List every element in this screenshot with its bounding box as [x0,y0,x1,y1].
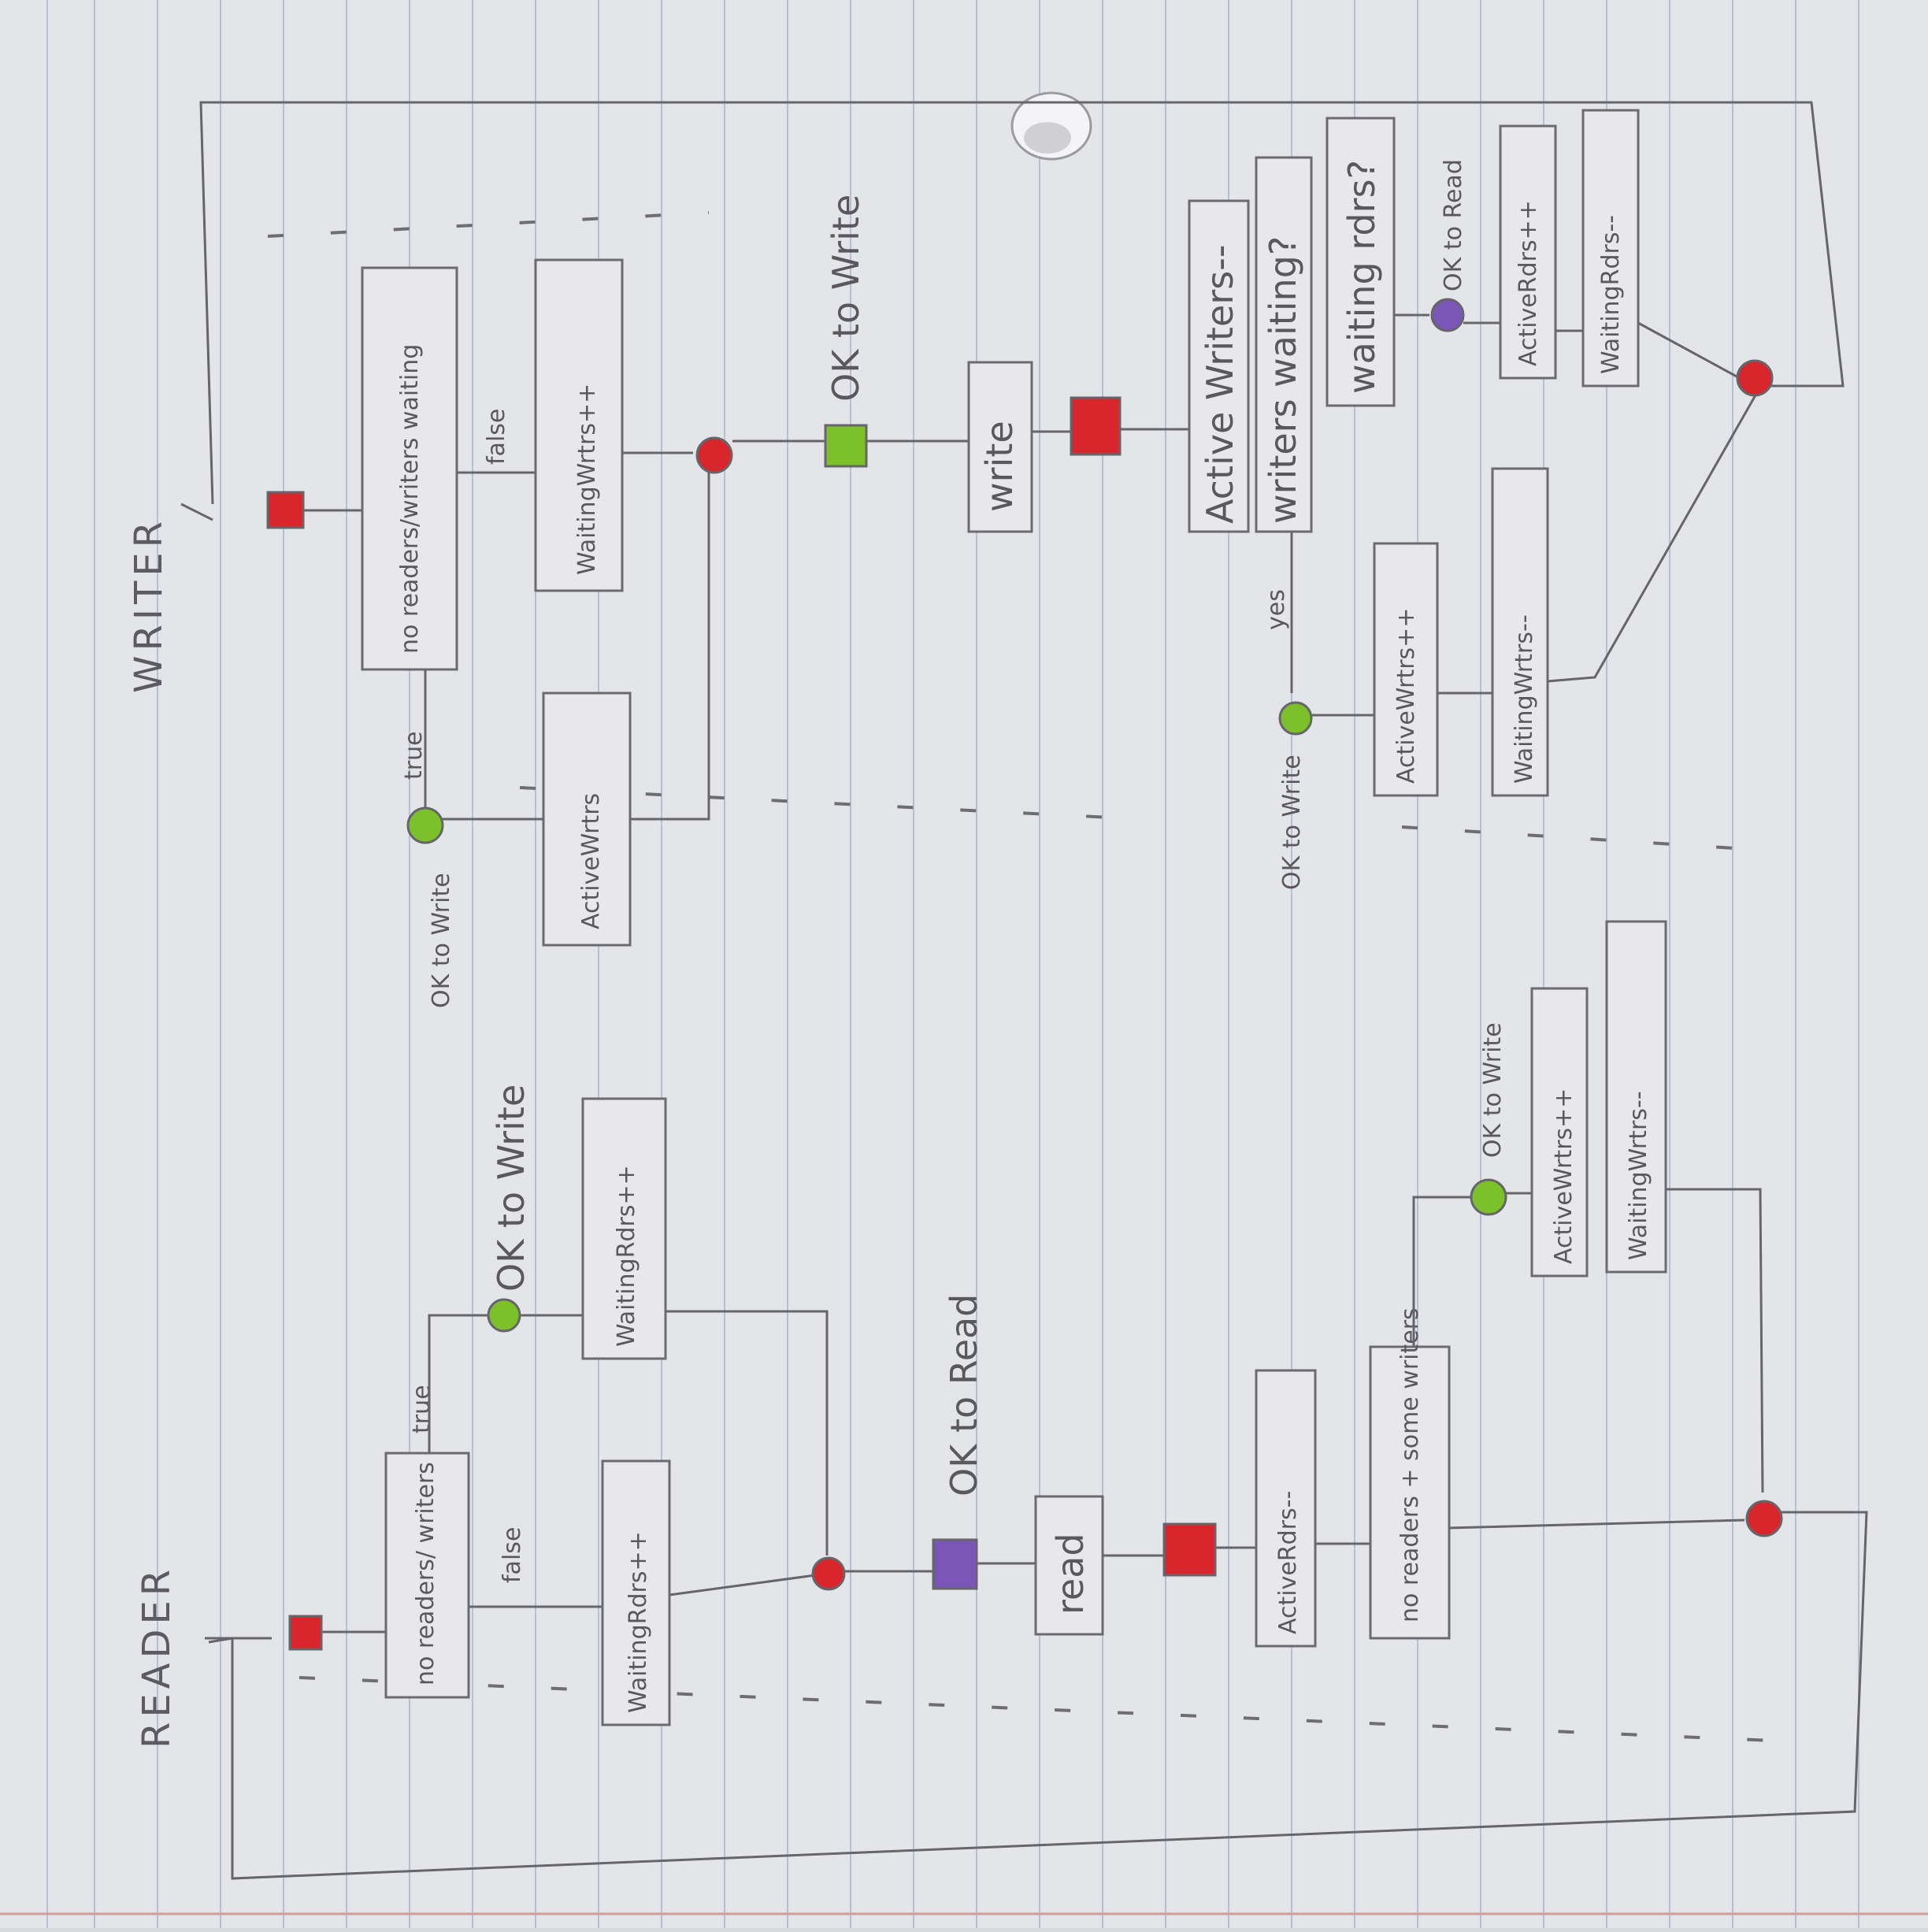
writer-active-wrtrs-inc-text: ActiveWrtrs++ [1392,608,1420,784]
writer-ok-to-write-2: OK to Write [825,195,867,402]
writer-active-rdrs-box [1499,124,1557,380]
reader-condition-text: no readers/ writers [412,1462,439,1685]
reader-ok-to-write-2: OK to Write [1479,1022,1507,1158]
writer-active-writers-text: Active Writers-- [1199,245,1241,524]
writer-green-dot-1 [406,807,444,844]
reader-waiting-rdrs-text-top: WaitingRdrs++ [613,1165,640,1347]
reader-red-dot-end [1745,1500,1783,1537]
writer-writers-waiting-text: writers waiting? [1262,236,1304,524]
reader-red-square [1162,1522,1217,1577]
reader-condition2-box [1369,1345,1451,1640]
writer-waiting-wrtrs-dec-text: WaitingWrtrs-- [1511,614,1538,784]
writer-green-dot-2 [1278,701,1313,736]
writer-red-square [1070,396,1122,456]
writer-ok-to-write-1: OK to Write [428,873,455,1008]
reader-red-dot-1 [811,1556,846,1591]
writer-yes-label: yes [1262,589,1290,630]
writer-active-rdrs-text: ActiveRdrs++ [1515,200,1542,366]
writer-entry-marker [266,491,305,529]
punch-hole [1010,91,1092,161]
reader-read-box [1034,1495,1104,1636]
writer-active-wrtrs-text: ActiveWrtrs [577,793,605,929]
reader-title: READER [135,1565,179,1748]
reader-active-rdrs-text: ActiveRdrs-- [1274,1491,1302,1634]
reader-waiting-rdrs-text: WaitingRdrs++ [625,1531,652,1713]
reader-ok-to-read: OK to Read [943,1294,985,1496]
writer-active-wrtrs-inc-box [1373,542,1439,797]
writer-ok-to-write-3: OK to Write [1278,755,1306,890]
writer-waiting-rdrs-text: waiting rdrs? [1340,160,1383,394]
writer-waiting-wrtrs-text: WaitingWrtrs++ [573,384,601,575]
writer-waiting-rdrs-dec-text: WaitingRdrs-- [1597,215,1625,374]
reader-waiting-wrtrs-box [1605,920,1667,1274]
reader-condition2-text: no readers + some writers [1396,1307,1424,1622]
writer-waiting-wrtrs-box [534,258,624,592]
writer-title: WRITER [127,517,171,693]
writer-loop-line [199,101,1845,505]
writer-active-wrtrs-box [542,692,632,947]
reader-condition-box [384,1452,470,1699]
reader-ok-to-write-1: OK to Write [490,1085,532,1292]
writer-red-dot-1 [695,436,733,474]
writer-waiting-rdrs-dec-box [1581,109,1640,388]
writer-false-label: false [483,409,510,465]
writer-write-box [967,361,1033,533]
writer-write-text: write [978,421,1021,512]
reader-waiting-wrtrs-text: WaitingWrtrs-- [1625,1091,1652,1260]
reader-active-wrtrs-box [1530,987,1589,1277]
reader-entry-marker [288,1615,323,1651]
writer-condition-box [361,266,458,671]
reader-green-dot-1 [487,1298,521,1333]
writer-active-writers-box [1188,199,1250,533]
writer-purple-dot [1430,298,1465,332]
writer-red-dot-end [1736,359,1774,397]
writer-writers-waiting-box [1255,156,1313,533]
reader-waiting-rdrs-box-top [581,1097,667,1360]
writer-true-label: true [400,731,428,780]
reader-green-dot-2 [1470,1178,1507,1216]
writer-condition-text: no readers/writers waiting [396,344,424,654]
reader-true-label: true [408,1385,436,1433]
reader-purple-square [932,1538,978,1590]
writer-waiting-rdrs-box [1326,117,1396,407]
writer-green-square [824,424,868,468]
reader-waiting-rdrs-box [601,1459,671,1726]
writer-ok-to-read: OK to Read [1440,159,1467,291]
reader-active-wrtrs-text: ActiveWrtrs++ [1550,1088,1578,1264]
reader-read-text: read [1049,1533,1092,1615]
writer-waiting-wrtrs-dec-box [1491,467,1549,797]
reader-active-rdrs-box [1255,1369,1317,1648]
reader-false-label: false [499,1527,526,1583]
